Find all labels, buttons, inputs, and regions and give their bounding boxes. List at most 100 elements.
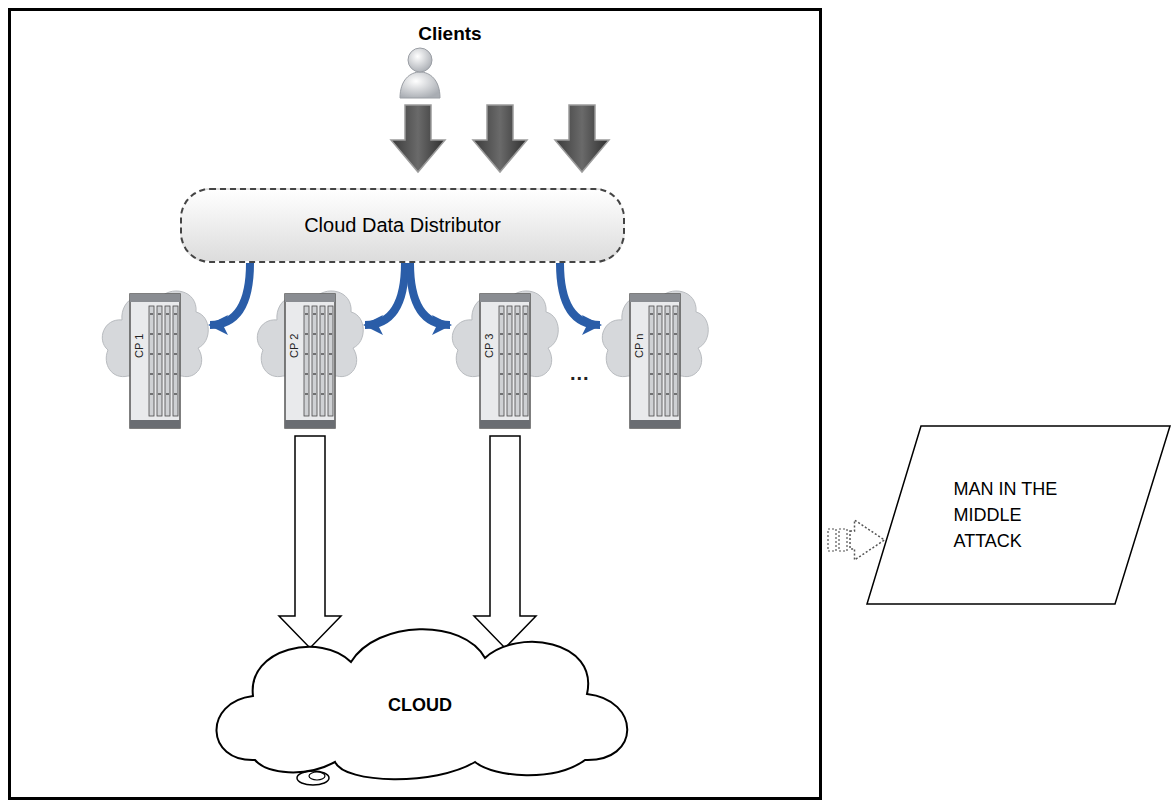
server-blade-slot <box>166 333 169 334</box>
cloud-provider-server: CP n <box>600 280 710 430</box>
server-rack <box>130 294 180 428</box>
server-rack-base <box>130 420 180 428</box>
server-blade-slot <box>508 353 511 354</box>
server-blade-slot <box>158 373 161 374</box>
upload-arrow-shape <box>279 436 341 648</box>
server-blade-slot <box>329 393 332 394</box>
system-boundary-box: ClientsCloud Data DistributorCP 1CP 2CP … <box>8 8 822 800</box>
server-blade-slot <box>313 333 316 334</box>
server-blade-slot <box>508 373 511 374</box>
server-blade-slot <box>150 393 153 394</box>
attack-arrow-shape <box>850 520 885 560</box>
distribution-arrow <box>410 263 450 325</box>
server-blade-slot <box>524 353 527 354</box>
server-blade-slot <box>321 333 324 334</box>
server-blade-slot <box>674 353 677 354</box>
server-blade-slot <box>650 393 653 394</box>
server-blade-slot <box>321 393 324 394</box>
server-label: CP 3 <box>482 334 496 358</box>
server-blade <box>157 306 162 416</box>
server-blade <box>673 306 678 416</box>
server-blade-slot <box>166 393 169 394</box>
server-blade <box>507 306 512 416</box>
server-blade-slot <box>329 333 332 334</box>
server-rack <box>285 294 335 428</box>
server-blade-slot <box>158 353 161 354</box>
cloud-label: CLOUD <box>388 695 452 716</box>
server-blade-slot <box>658 373 661 374</box>
server-blade-slot <box>524 393 527 394</box>
ellipsis-label: ... <box>570 362 590 385</box>
distributor-box: Cloud Data Distributor <box>180 188 625 263</box>
attack-arrow <box>828 520 885 560</box>
server-blade-slot <box>516 373 519 374</box>
distribution-arrow <box>560 263 600 325</box>
server-blade-slot <box>516 313 519 314</box>
server-blade-slot <box>174 373 177 374</box>
server-blade <box>649 306 654 416</box>
server-blade-slot <box>166 313 169 314</box>
server-rack <box>480 294 530 428</box>
server-blade-slot <box>166 353 169 354</box>
server-blade-slot <box>650 373 653 374</box>
server-rack-top <box>480 294 530 302</box>
server-blade-slot <box>313 313 316 314</box>
server-blade-slot <box>500 333 503 334</box>
server-rack-illustration <box>600 280 710 430</box>
server-blade-slot <box>658 393 661 394</box>
server-blade-slot <box>658 333 661 334</box>
server-blade-slot <box>508 313 511 314</box>
distribution-arrow-path <box>560 263 600 325</box>
server-blade-slot <box>500 373 503 374</box>
server-blade-slot <box>329 353 332 354</box>
server-blade-slot <box>524 373 527 374</box>
server-blade-slot <box>666 393 669 394</box>
cloud-shape <box>216 629 627 779</box>
server-blade-slot <box>516 333 519 334</box>
server-blade-slot <box>305 313 308 314</box>
server-blade-slot <box>500 393 503 394</box>
server-blade-slot <box>658 353 661 354</box>
server-blade <box>515 306 520 416</box>
server-label: CP 1 <box>132 334 146 358</box>
server-blade-slot <box>305 373 308 374</box>
server-blade-slot <box>516 393 519 394</box>
server-blade-slot <box>321 313 324 314</box>
server-label: CP 2 <box>287 334 301 358</box>
server-blade-slot <box>158 393 161 394</box>
server-blade-slot <box>313 393 316 394</box>
server-blade-slot <box>158 333 161 334</box>
server-blade <box>173 306 178 416</box>
server-blade-slot <box>174 313 177 314</box>
server-rack-base <box>285 420 335 428</box>
server-blade-slot <box>321 353 324 354</box>
server-blade-slot <box>500 313 503 314</box>
server-blade <box>320 306 325 416</box>
server-blade-slot <box>174 333 177 334</box>
server-blade-slot <box>500 353 503 354</box>
server-rack-illustration <box>100 280 210 430</box>
distribution-arrow <box>210 263 250 325</box>
distribution-arrow-path <box>410 263 450 325</box>
server-blade-slot <box>658 313 661 314</box>
client-request-arrows <box>391 105 609 172</box>
attack-parallelogram: MAN IN THE MIDDLE ATTACK <box>866 425 1171 605</box>
server-blade-slot <box>166 373 169 374</box>
server-blade-slot <box>321 373 324 374</box>
server-blade-slot <box>666 373 669 374</box>
cloud-provider-server: CP 2 <box>255 280 365 430</box>
upload-arrow-shape <box>474 436 536 648</box>
server-blade-slot <box>150 373 153 374</box>
server-rack-top <box>130 294 180 302</box>
server-blade-slot <box>150 313 153 314</box>
cloud-provider-server: CP 3 <box>450 280 560 430</box>
server-blade <box>665 306 670 416</box>
server-blade-slot <box>329 373 332 374</box>
server-blade-slot <box>305 333 308 334</box>
server-rack-top <box>285 294 335 302</box>
server-blade <box>165 306 170 416</box>
server-blade-slot <box>674 393 677 394</box>
server-blade-slot <box>508 393 511 394</box>
server-blade-slot <box>174 393 177 394</box>
cloud-provider-server: CP 1 <box>100 280 210 430</box>
